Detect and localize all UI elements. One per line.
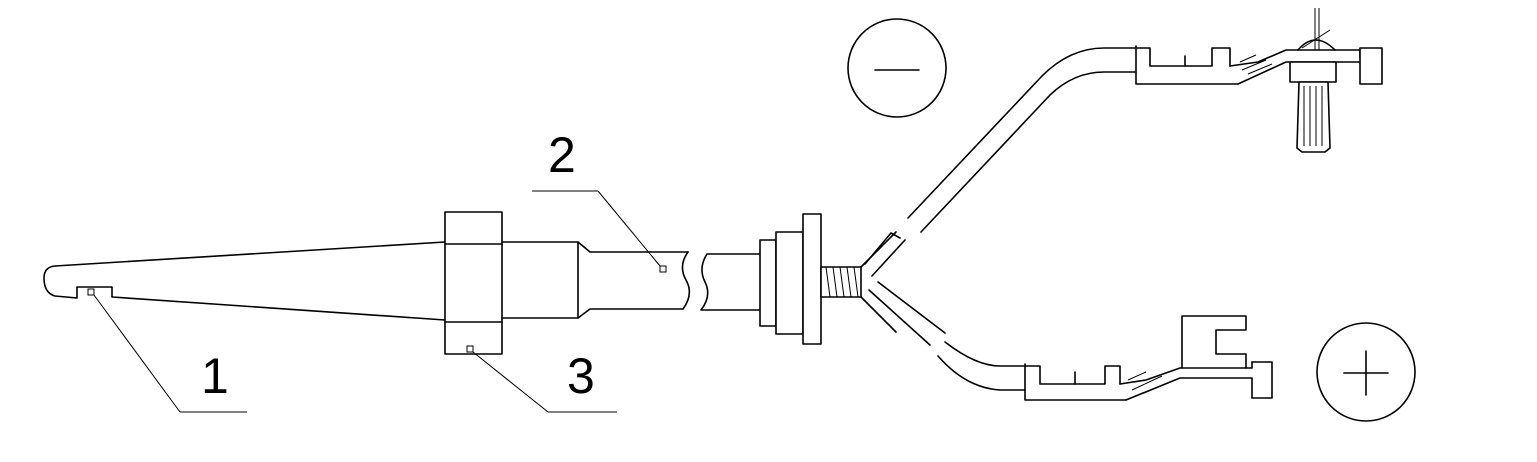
negative-terminal-clamp: [1135, 8, 1383, 153]
positive-terminal-clamp: [1024, 315, 1273, 401]
tapered-tip: [43, 241, 446, 321]
collar: [444, 211, 503, 355]
positive-polarity-marker: [1316, 322, 1416, 422]
label-part-3: 3: [567, 348, 595, 404]
leader-2: [532, 190, 667, 273]
negative-polarity-marker: [847, 18, 947, 118]
label-part-2: 2: [548, 127, 576, 183]
cable-body: [700, 213, 822, 345]
threaded-connector: [820, 231, 897, 333]
leader-1: [87, 288, 247, 413]
stepped-shaft: [501, 241, 691, 319]
negative-lead: [864, 47, 1137, 277]
positive-lead: [868, 281, 1026, 391]
label-part-1: 1: [201, 348, 229, 404]
leader-3: [466, 345, 617, 413]
